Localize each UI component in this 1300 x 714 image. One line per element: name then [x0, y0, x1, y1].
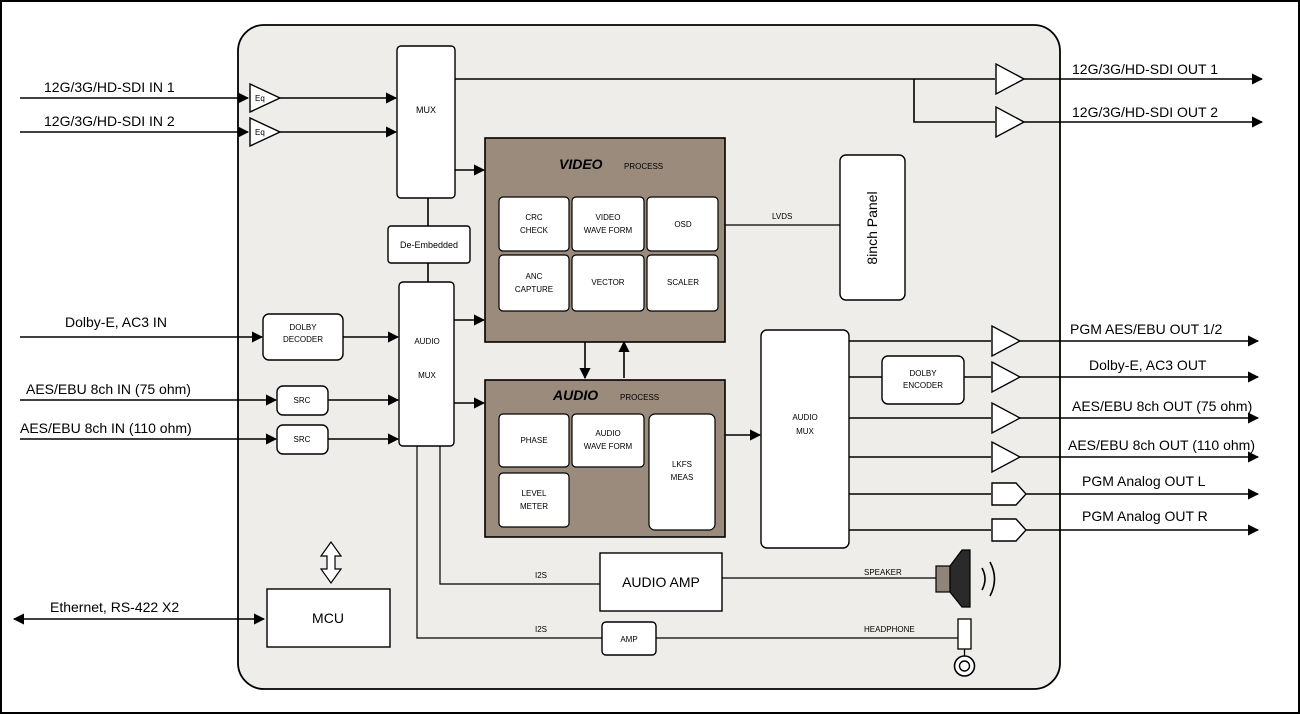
- ethernet-label: Ethernet, RS-422 X2: [50, 599, 179, 615]
- sdi-out-1-driver: [995, 62, 1026, 96]
- dolby-encoder-label-1: DOLBY: [909, 369, 937, 378]
- video-waveform-block: [571, 196, 645, 252]
- eq-amp-2: [249, 116, 282, 148]
- crc-check-block: [498, 196, 570, 252]
- mcu-block: [266, 588, 391, 648]
- audio-amp-block: [599, 552, 723, 612]
- audio-mux-left: [398, 281, 455, 447]
- dolby-in-label: Dolby-E, AC3 IN: [65, 314, 167, 330]
- audio-mux-left-label-1: AUDIO: [414, 337, 439, 346]
- aes-75-label: AES/EBU 8ch IN (75 ohm): [26, 381, 191, 397]
- video-process-subtitle: PROCESS: [624, 162, 663, 171]
- sdi-in-2-label: 12G/3G/HD-SDI IN 2: [44, 113, 175, 129]
- lvds-label: LVDS: [772, 212, 792, 221]
- audio-waveform-label-1: AUDIO: [595, 429, 620, 438]
- video-mux: [396, 45, 456, 199]
- dolby-decoder-label-2: DECODER: [283, 335, 323, 344]
- de-embedded-label: De-Embedded: [400, 240, 458, 250]
- audio-waveform-label-2: WAVE FORM: [584, 442, 633, 451]
- audio-mux-left-label-2: MUX: [418, 371, 436, 380]
- i2s-label-1: I2S: [535, 571, 547, 580]
- analog-l-label: PGM Analog OUT L: [1082, 473, 1206, 489]
- dolby-decoder-label-1: DOLBY: [289, 323, 317, 332]
- level-label-2: METER: [520, 502, 548, 511]
- sdi-out-1-label: 12G/3G/HD-SDI OUT 1: [1072, 61, 1218, 77]
- osd-label: OSD: [674, 220, 692, 229]
- osd-block: [646, 196, 719, 252]
- eq-label-1: Eq: [255, 94, 265, 103]
- anc-label-1: ANC: [526, 272, 543, 281]
- analog-r-label: PGM Analog OUT R: [1082, 508, 1208, 524]
- level-meter-block: [498, 472, 570, 528]
- audio-process-subtitle: PROCESS: [620, 393, 659, 402]
- analog-l-driver: [991, 482, 1027, 506]
- src-label-1: SRC: [294, 396, 311, 405]
- anc-capture-block: [498, 254, 570, 312]
- sdi-out-2-branch: [913, 79, 995, 123]
- i2s-line-2: [416, 446, 602, 639]
- mcu-label: MCU: [312, 610, 344, 626]
- anc-label-2: CAPTURE: [515, 285, 553, 294]
- video-waveform-label-2: WAVE FORM: [584, 226, 633, 235]
- audio-waveform-block: [571, 413, 645, 468]
- dolby-encoder-block: [881, 355, 965, 405]
- panel-label: 8inch Panel: [864, 191, 880, 264]
- headphone-label: HEADPHONE: [864, 625, 915, 634]
- speaker-label: SPEAKER: [864, 568, 902, 577]
- crc-label-2: CHECK: [520, 226, 549, 235]
- eq-amp-1: [249, 82, 282, 114]
- aes-out-75-driver: [991, 401, 1022, 435]
- amp-label: AMP: [620, 635, 637, 644]
- aes-out-75-label: AES/EBU 8ch OUT (75 ohm): [1072, 398, 1252, 414]
- sdi-out-2-driver: [995, 105, 1026, 139]
- pgm-aes-label: PGM AES/EBU OUT 1/2: [1070, 321, 1222, 337]
- audio-amp-label: AUDIO AMP: [622, 574, 700, 590]
- i2s-label-2: I2S: [535, 625, 547, 634]
- scaler-label: SCALER: [667, 278, 699, 287]
- video-waveform-label-1: VIDEO: [596, 213, 621, 222]
- vector-label: VECTOR: [591, 278, 624, 287]
- aes-out-110-driver: [991, 440, 1022, 474]
- level-label-1: LEVEL: [522, 489, 547, 498]
- video-mux-label: MUX: [416, 105, 436, 115]
- video-process-title: VIDEO: [559, 156, 603, 172]
- vector-block: [571, 254, 645, 312]
- panel-block: [839, 154, 906, 301]
- aes-out-110-label: AES/EBU 8ch OUT (110 ohm): [1068, 437, 1255, 453]
- dolby-out-label: Dolby-E, AC3 OUT: [1089, 357, 1207, 373]
- lkfs-label-2: MEAS: [671, 473, 694, 482]
- audio-process-title: AUDIO: [552, 387, 598, 403]
- i2s-line-1: [439, 446, 600, 585]
- mcu-bus-arrow-icon: [319, 540, 343, 585]
- dolby-out-driver: [991, 360, 1022, 394]
- lkfs-block: [648, 413, 716, 531]
- audio-mux-right-label-2: MUX: [796, 427, 814, 436]
- phase-block: [498, 413, 570, 468]
- sdi-out-2-label: 12G/3G/HD-SDI OUT 2: [1072, 104, 1218, 120]
- aes-110-label: AES/EBU 8ch IN (110 ohm): [20, 420, 192, 436]
- speaker-icon: [935, 549, 996, 608]
- lkfs-label-1: LKFS: [672, 460, 692, 469]
- sdi-in-1-label: 12G/3G/HD-SDI IN 1: [44, 79, 175, 95]
- eq-label-2: Eq: [255, 128, 265, 137]
- headphone-jack-icon: [953, 618, 976, 677]
- src-label-2: SRC: [294, 435, 311, 444]
- dolby-encoder-label-2: ENCODER: [903, 381, 943, 390]
- crc-label-1: CRC: [525, 213, 543, 222]
- audio-mux-right-label-1: AUDIO: [792, 413, 817, 422]
- scaler-block: [646, 254, 719, 312]
- audio-mux-right: [760, 329, 850, 549]
- de-embedded-block: [387, 225, 471, 264]
- pgm-aes-driver: [991, 324, 1022, 358]
- phase-label: PHASE: [520, 436, 547, 445]
- analog-r-driver: [991, 518, 1027, 542]
